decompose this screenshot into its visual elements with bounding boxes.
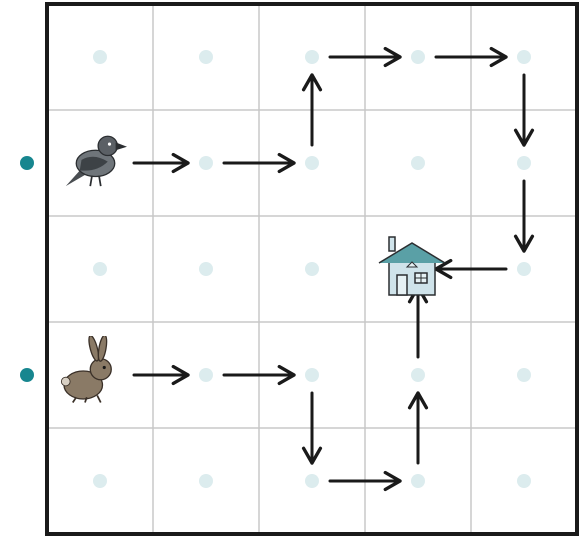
grid-dot [305,156,319,170]
grid-dot [517,262,531,276]
grid-dot [199,474,213,488]
grid-dot [517,156,531,170]
row-markers [20,156,34,382]
rabbit-icon [61,335,111,403]
grid-dot [199,50,213,64]
grid-dot [199,156,213,170]
grid-dot [305,474,319,488]
grid-dot [93,474,107,488]
grid-dot [305,50,319,64]
grid-dot [517,474,531,488]
grid-dot [517,50,531,64]
grid-dot [411,368,425,382]
pieces [61,136,445,402]
house-icon [379,237,445,295]
grid-dot [517,368,531,382]
grid-dot [411,474,425,488]
path-arrows [134,57,524,481]
row-marker [20,156,34,170]
row-marker [20,368,34,382]
grid-dot [305,368,319,382]
grid-dot [305,262,319,276]
grid-dot [411,156,425,170]
grid-dot [199,368,213,382]
grid-dot [93,50,107,64]
crow-icon [66,136,127,186]
grid-dot [199,262,213,276]
grid-dot [411,50,425,64]
grid-dot [93,262,107,276]
